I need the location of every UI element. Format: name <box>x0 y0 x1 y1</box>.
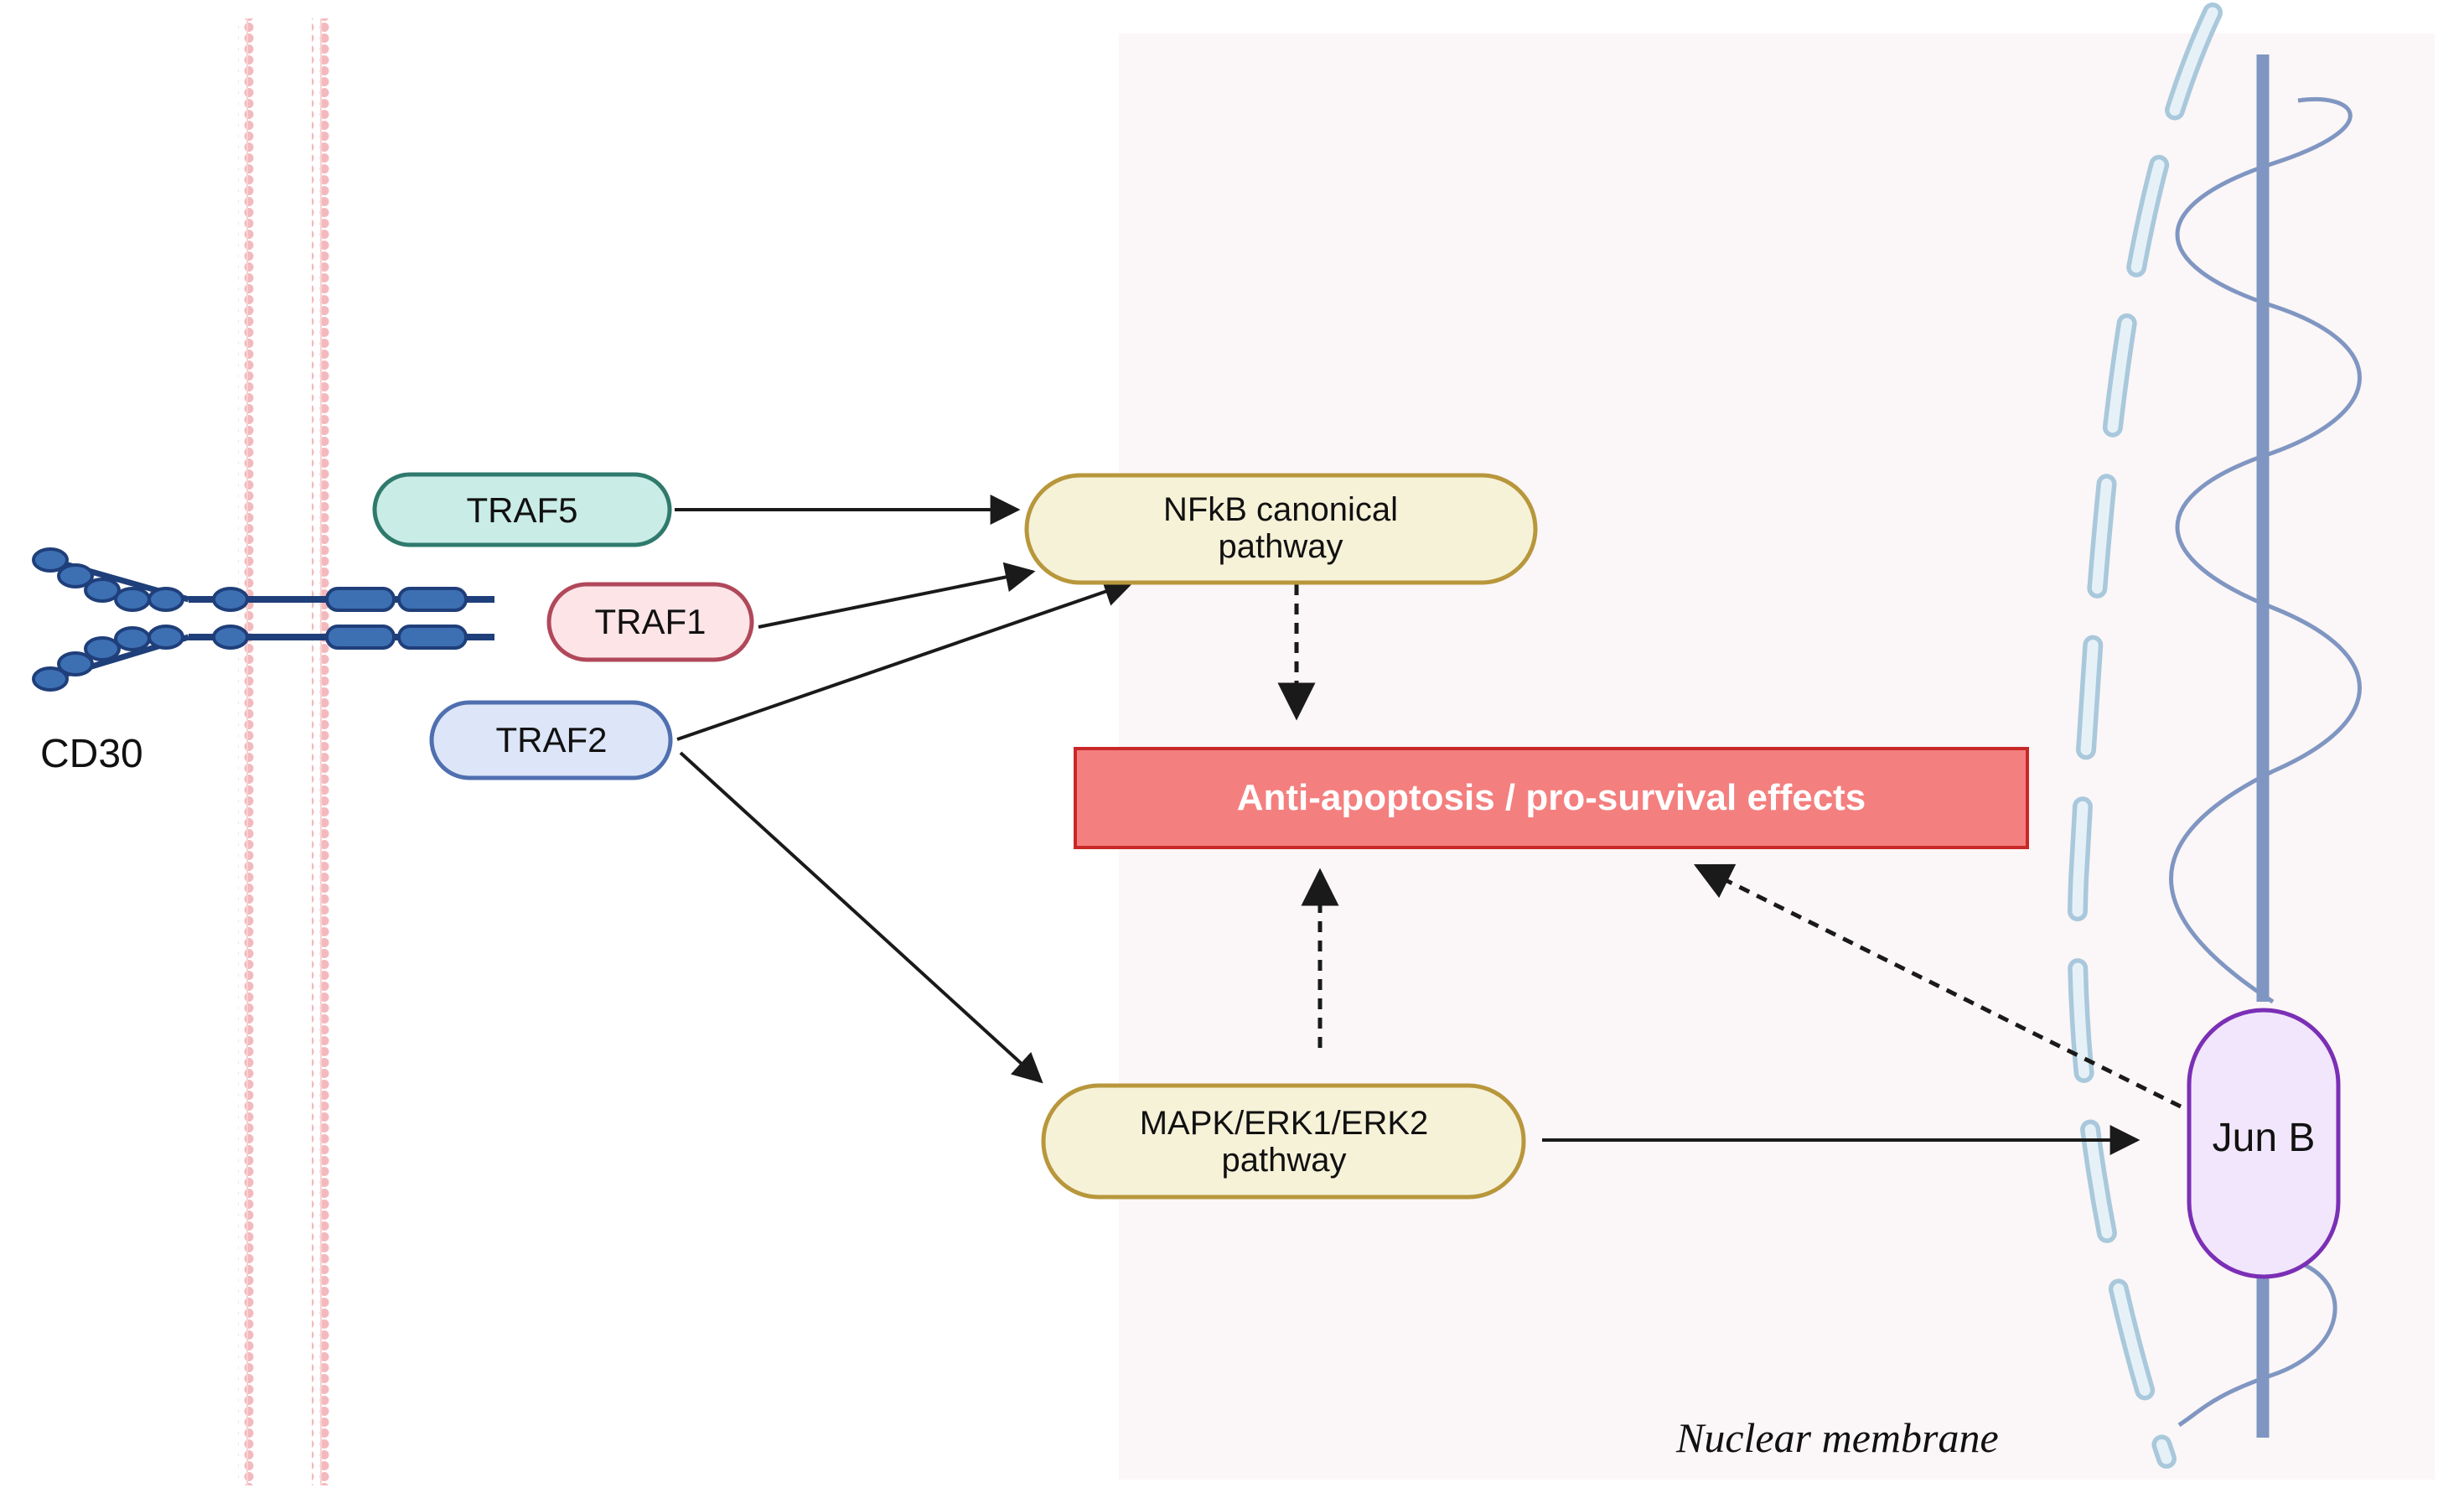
nfkb-label-line2: pathway <box>1219 528 1343 565</box>
mapk-label-line2: pathway <box>1222 1142 1347 1179</box>
anti-apoptosis-box: Anti-apoptosis / pro-survival effects <box>1074 747 2029 849</box>
arrow-traf2-nfkb <box>676 577 1135 741</box>
traf2-node: TRAF2 <box>429 700 673 780</box>
traf2-label: TRAF2 <box>495 720 607 759</box>
mapk-label-line1: MAPK/ERK1/ERK2 <box>1140 1105 1429 1142</box>
anti-apoptosis-label: Anti-apoptosis / pro-survival effects <box>1237 777 1866 818</box>
nfkb-label-line1: NFkB canonical <box>1163 491 1398 528</box>
traf1-node: TRAF1 <box>546 582 754 662</box>
junb-label: Jun B <box>2213 1116 2316 1160</box>
cd30-label: CD30 <box>40 732 143 776</box>
arrow-traf1-nfkb <box>758 562 1036 629</box>
nuclear-membrane-label: Nuclear membrane <box>1675 1414 1999 1461</box>
traf1-label: TRAF1 <box>594 602 706 641</box>
arrow-junb-effect-dashed <box>1693 863 2182 1109</box>
arrow-traf2-mapk <box>679 751 1043 1084</box>
traf5-label: TRAF5 <box>466 490 577 530</box>
arrows <box>675 495 2182 1155</box>
traf5-node: TRAF5 <box>372 472 672 547</box>
cell-membrane <box>238 18 330 1485</box>
nfkb-pathway-node: NFkB canonical pathway <box>1024 473 1538 585</box>
junb-node: Jun B <box>2187 1008 2341 1279</box>
mapk-pathway-node: MAPK/ERK1/ERK2 pathway <box>1041 1083 1526 1200</box>
cd30-receptor-icon <box>32 547 494 692</box>
dna-strand-icon <box>2169 54 2362 1438</box>
